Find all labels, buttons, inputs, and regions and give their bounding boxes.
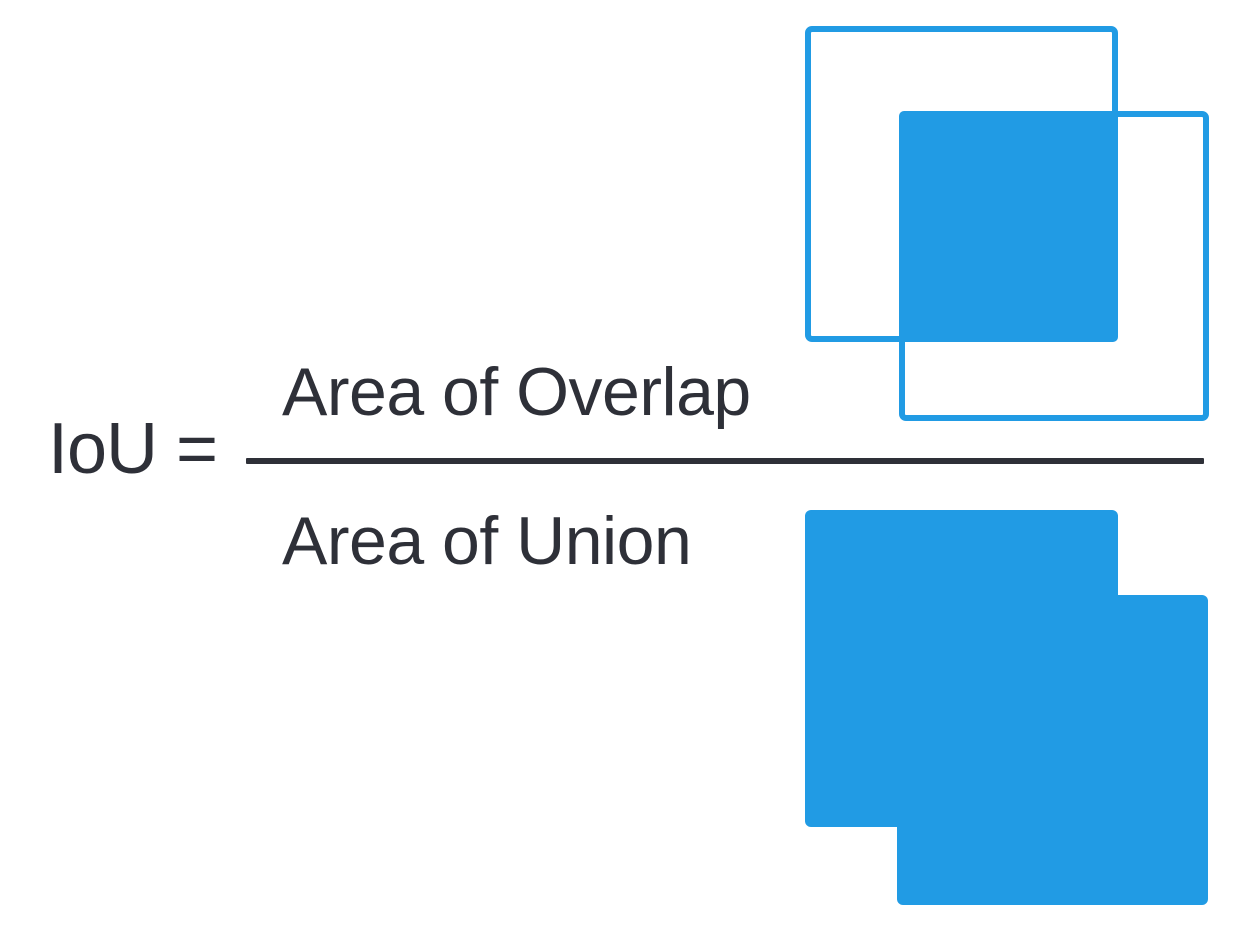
fraction-bar (246, 458, 1204, 464)
iou-label: IoU = (48, 409, 218, 489)
area-of-union-diagram (800, 505, 1220, 915)
numerator-label: Area of Overlap (282, 354, 751, 430)
denominator-label: Area of Union (282, 503, 692, 579)
area-of-overlap-diagram (800, 20, 1220, 430)
overlap-intersection-fill (899, 111, 1118, 342)
fraction: Area of Overlap Area of Union (246, 340, 1204, 580)
union-box-b-fill (897, 595, 1208, 905)
